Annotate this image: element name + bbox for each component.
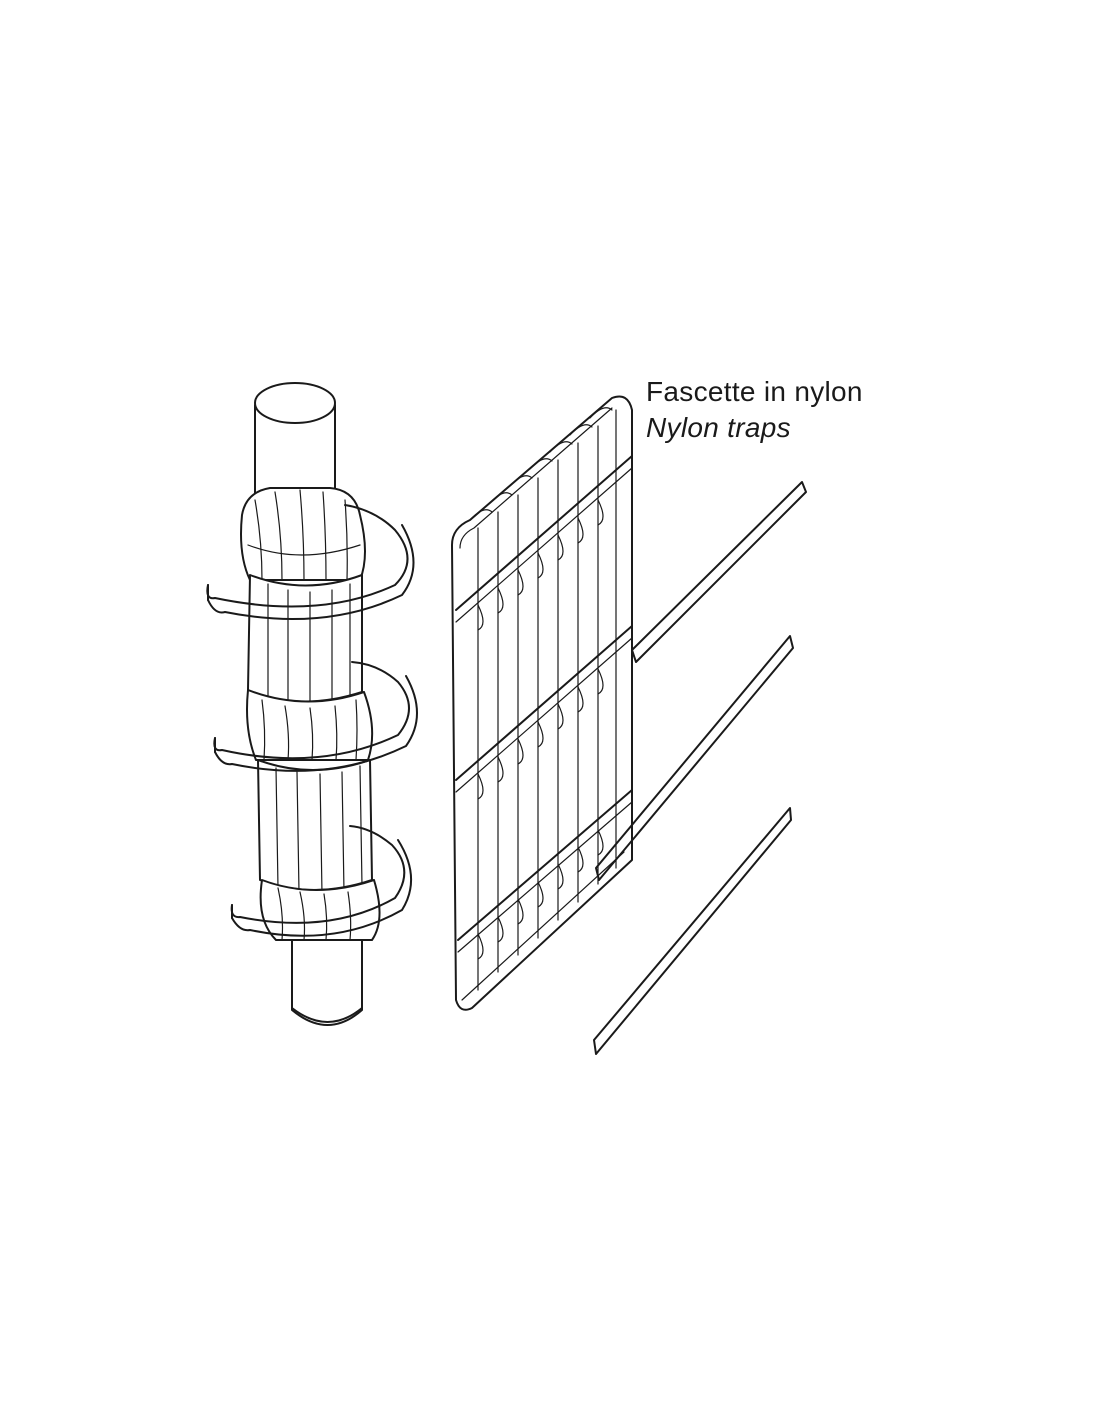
nylon-strap-1 xyxy=(631,481,807,663)
pipe-bottom xyxy=(291,914,363,1026)
pipe-strap-3 xyxy=(230,825,413,937)
nylon-strap-icon xyxy=(593,481,807,1055)
pipe-lower-bulge xyxy=(259,879,381,941)
pipe-middle-bulge xyxy=(246,689,374,761)
caption-label-english: Nylon traps xyxy=(646,412,791,443)
pipe-with-wrapped-mat-icon xyxy=(206,382,418,1026)
nylon-strap-2 xyxy=(595,635,794,881)
strap-caption: Fascette in nylon Nylon traps xyxy=(646,374,863,446)
pipe-body-section-1 xyxy=(247,574,363,707)
nylon-strap-3 xyxy=(593,807,792,1055)
caption-label-italian: Fascette in nylon xyxy=(646,376,863,407)
mat-neck-rows xyxy=(455,455,633,960)
pipe-upper-bulge xyxy=(240,487,366,581)
unrolled-bottle-mat-icon xyxy=(451,395,633,1011)
pipe-strap-2 xyxy=(213,661,418,772)
pipe-strap-1 xyxy=(206,504,415,621)
